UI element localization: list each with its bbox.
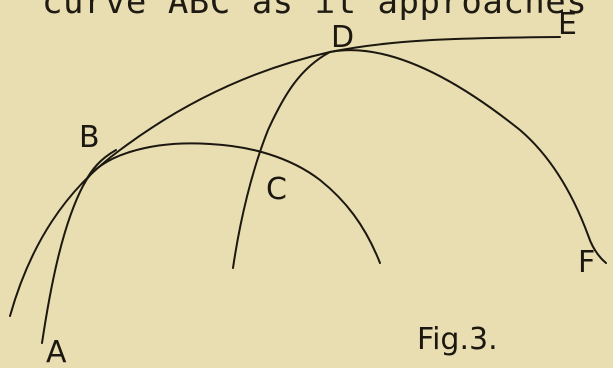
point-label-a: A: [46, 335, 67, 368]
curve-outer-to-e: [9, 36, 561, 317]
point-label-f: F: [578, 245, 595, 280]
curve-a-to-b: [41, 149, 117, 344]
point-label-d: D: [331, 20, 354, 55]
curve-b-to-c: [83, 142, 381, 264]
point-label-c: C: [266, 172, 287, 207]
header-text: curve ABC as it approaches: [42, 0, 588, 22]
point-label-e: E: [558, 7, 577, 42]
curve-d-to-f: [329, 49, 607, 264]
point-label-b: B: [79, 120, 100, 155]
figure-caption: Fig.3.: [417, 322, 498, 357]
curve-c-to-d: [232, 51, 331, 269]
